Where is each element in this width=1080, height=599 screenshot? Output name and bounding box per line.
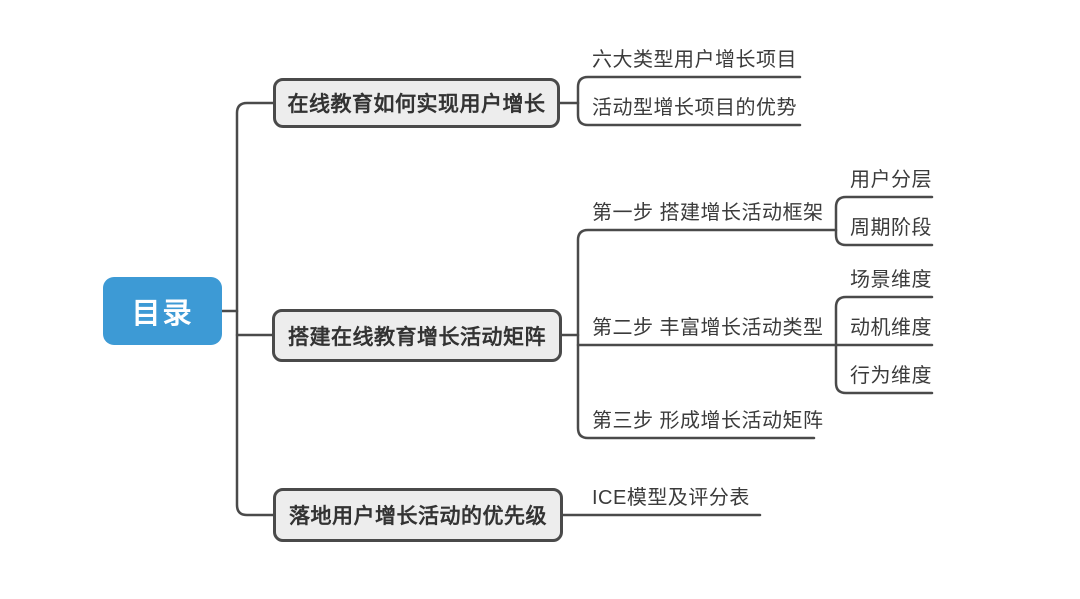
subtopic-node-activity-advantage[interactable]: 活动型增长项目的优势	[592, 97, 797, 119]
leaf-node-scene-dimension[interactable]: 场景维度	[850, 269, 932, 291]
leaf-node-motivation-dimension[interactable]: 动机维度	[850, 317, 932, 339]
connector-branch2-bracket	[576, 228, 838, 440]
subtopic-node-step1[interactable]: 第一步 搭建增长活动框架	[592, 202, 824, 224]
topic-node-2-label: 搭建在线教育增长活动矩阵	[288, 325, 546, 349]
connector-trunk	[235, 101, 275, 517]
topic-node-1-label: 在线教育如何实现用户增长	[287, 93, 546, 116]
subtopic-node-step3[interactable]: 第三步 形成增长活动矩阵	[592, 410, 824, 432]
subtopic-node-step2[interactable]: 第二步 丰富增长活动类型	[592, 317, 824, 339]
subtopic-node-growth-projects[interactable]: 六大类型用户增长项目	[592, 49, 797, 71]
leaf-node-user-tiers[interactable]: 用户分层	[850, 169, 932, 191]
connector-step1-bracket	[834, 195, 934, 247]
topic-node-3[interactable]: 落地用户增长活动的优先级	[273, 488, 563, 542]
connector-branch1-bracket	[576, 75, 802, 127]
topic-node-2[interactable]: 搭建在线教育增长活动矩阵	[272, 309, 562, 362]
root-node[interactable]: 目录	[103, 277, 222, 345]
root-node-label: 目录	[131, 298, 194, 330]
leaf-node-cycle-stage[interactable]: 周期阶段	[850, 217, 932, 239]
leaf-node-behavior-dimension[interactable]: 行为维度	[850, 365, 932, 387]
leaf-node-ice-model[interactable]: ICE模型及评分表	[592, 487, 750, 509]
topic-node-3-label: 落地用户增长活动的优先级	[289, 505, 547, 528]
topic-node-1[interactable]: 在线教育如何实现用户增长	[273, 78, 560, 128]
